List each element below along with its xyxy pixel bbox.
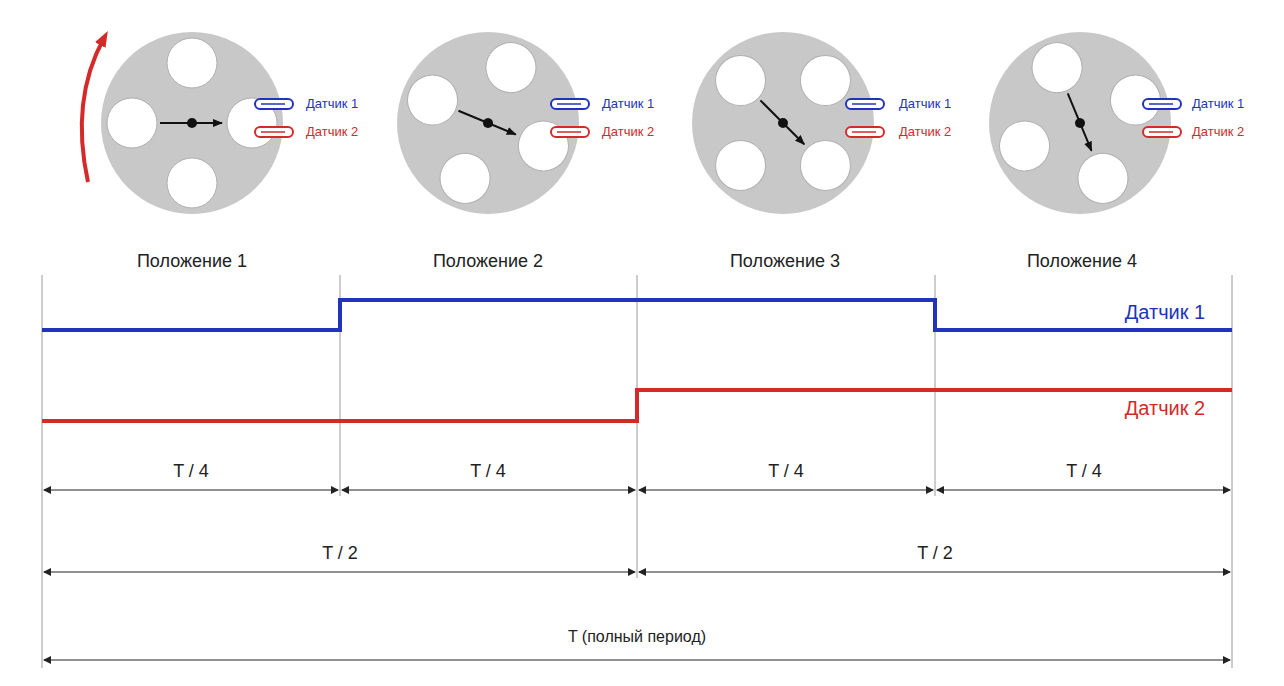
- sensor-label: Датчик 1: [602, 97, 654, 112]
- sensor-label: Датчик 2: [602, 125, 654, 140]
- sensor-label: Датчик 1: [1192, 97, 1244, 112]
- encoder-disc: [101, 32, 293, 214]
- dimension-label: T / 4: [467, 461, 509, 482]
- sensor-1: [255, 99, 293, 109]
- signal-1: [42, 300, 1232, 330]
- sensor-2: [551, 127, 589, 137]
- rotation-arrow: [82, 38, 104, 182]
- signal-name: Датчик 1: [1125, 301, 1205, 324]
- sensor-2: [1143, 127, 1181, 137]
- encoder-disc: [969, 12, 1191, 234]
- signal-2: [42, 390, 1232, 421]
- position-label: Положение 1: [137, 251, 247, 272]
- signal-name: Датчик 2: [1125, 397, 1205, 420]
- sensor-label: Датчик 1: [899, 97, 951, 112]
- encoder-disc: [663, 3, 903, 243]
- sensor-label: Датчик 2: [1192, 125, 1244, 140]
- dimension-lines: [44, 490, 1230, 660]
- encoder-wheels: [101, 3, 1191, 243]
- sensor-label: Датчик 2: [899, 125, 951, 140]
- position-label: Положение 2: [433, 251, 543, 272]
- sensor-label: Датчик 2: [306, 125, 358, 140]
- position-label: Положение 3: [730, 251, 840, 272]
- sensor-label: Датчик 1: [306, 97, 358, 112]
- dimension-label: T / 4: [1063, 461, 1105, 482]
- encoder-disc: [377, 12, 599, 234]
- dimension-label: T / 4: [765, 461, 807, 482]
- dimension-label: T (полный период): [565, 628, 709, 646]
- sensor-2: [255, 127, 293, 137]
- sensor-2: [846, 127, 884, 137]
- sensor-1: [1143, 99, 1181, 109]
- position-label: Положение 4: [1027, 251, 1137, 272]
- grid-lines: [42, 275, 1232, 668]
- sensor-1: [551, 99, 589, 109]
- dimension-label: T / 2: [319, 543, 361, 564]
- sensor-1: [846, 99, 884, 109]
- dimension-label: T / 4: [170, 461, 212, 482]
- dimension-label: T / 2: [914, 543, 956, 564]
